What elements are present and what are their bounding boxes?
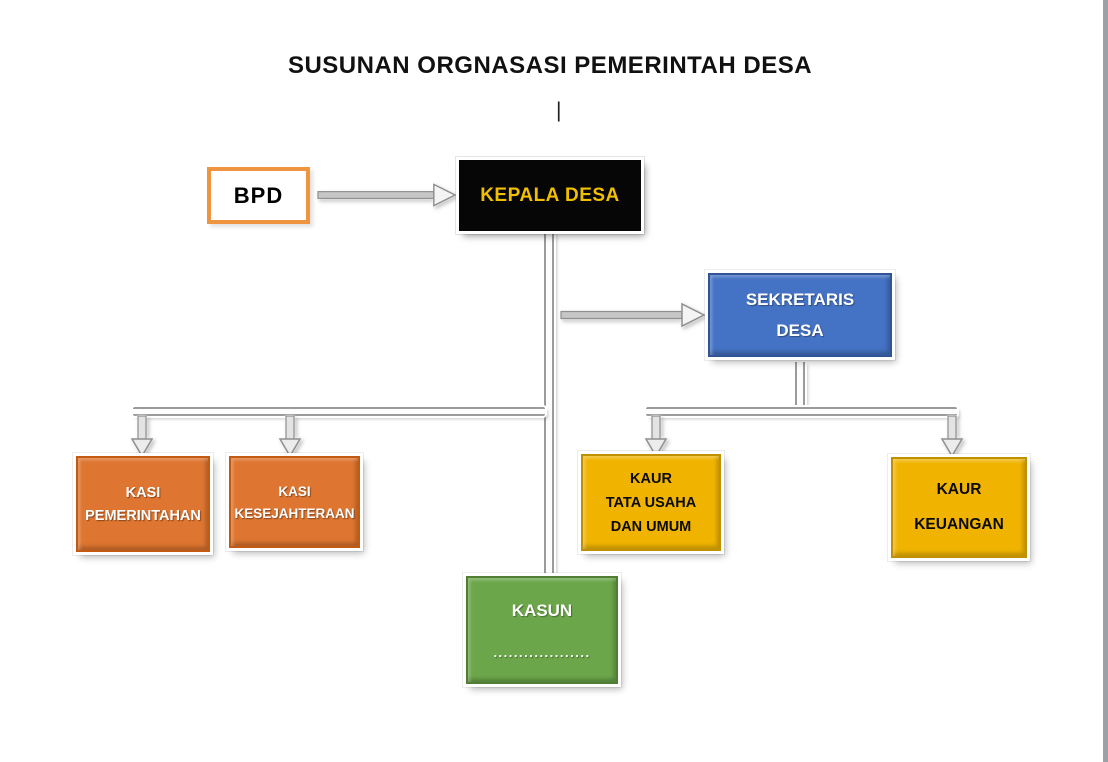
node-kasun[interactable]: KASUN ................... (466, 576, 618, 684)
node-kepala-desa-label: KEPALA DESA (480, 184, 620, 206)
node-kasi-kesejahteraan-line1: KASI (278, 483, 311, 499)
node-kasun-label: KASUN (511, 600, 573, 620)
arrow-down-kasi-kesejahteraan-icon (278, 416, 302, 458)
node-sekretaris-desa[interactable]: SEKRETARIS DESA (708, 273, 892, 357)
node-kaur-keuangan-line2: KEUANGAN (914, 516, 1004, 533)
node-kaur-tata-usaha-line3: DAN UMUM (610, 518, 692, 535)
node-sekretaris-desa-line1: SEKRETARIS (745, 289, 855, 309)
connector-kepala-vertical (544, 231, 554, 576)
node-kaur-tata-usaha-line2: TATA USAHA (605, 494, 697, 511)
arrow-kepala-to-sekretaris-icon (560, 302, 706, 328)
node-kasi-pemerintahan[interactable]: KASI PEMERINTAHAN (76, 456, 210, 552)
arrow-down-kasi-pemerintahan-icon (130, 416, 154, 458)
arrow-down-kaur-tata-usaha-icon (644, 416, 668, 458)
window-right-edge (1103, 0, 1108, 762)
node-kasi-kesejahteraan[interactable]: KASI KESEJAHTERAAN (229, 456, 360, 548)
arrow-down-kaur-keuangan-icon (940, 416, 964, 458)
node-bpd[interactable]: BPD (207, 167, 310, 224)
node-bpd-label: BPD (233, 182, 284, 208)
node-kaur-tata-usaha-dan-umum[interactable]: KAUR TATA USAHA DAN UMUM (581, 454, 721, 551)
node-kasi-pemerintahan-line1: KASI (125, 484, 161, 501)
connector-sekretaris-vertical (795, 362, 805, 406)
node-sekretaris-desa-line2: DESA (776, 320, 824, 340)
connector-right-branch (646, 407, 957, 416)
node-kasun-dots: ................... (493, 644, 591, 660)
page-title: SUSUNAN ORGNASASI PEMERINTAH DESA (287, 52, 813, 79)
text-cursor: | (556, 99, 562, 122)
connector-left-branch (133, 407, 545, 416)
node-kasi-pemerintahan-line2: PEMERINTAHAN (85, 507, 201, 524)
node-kaur-keuangan[interactable]: KAUR KEUANGAN (891, 457, 1027, 558)
node-kasi-kesejahteraan-line2: KESEJAHTERAAN (234, 505, 355, 521)
node-kaur-keuangan-line1: KAUR (936, 481, 982, 498)
node-kepala-desa[interactable]: KEPALA DESA (459, 160, 641, 231)
node-kaur-tata-usaha-line1: KAUR (630, 470, 672, 487)
arrow-bpd-to-kepala-icon (317, 183, 457, 207)
